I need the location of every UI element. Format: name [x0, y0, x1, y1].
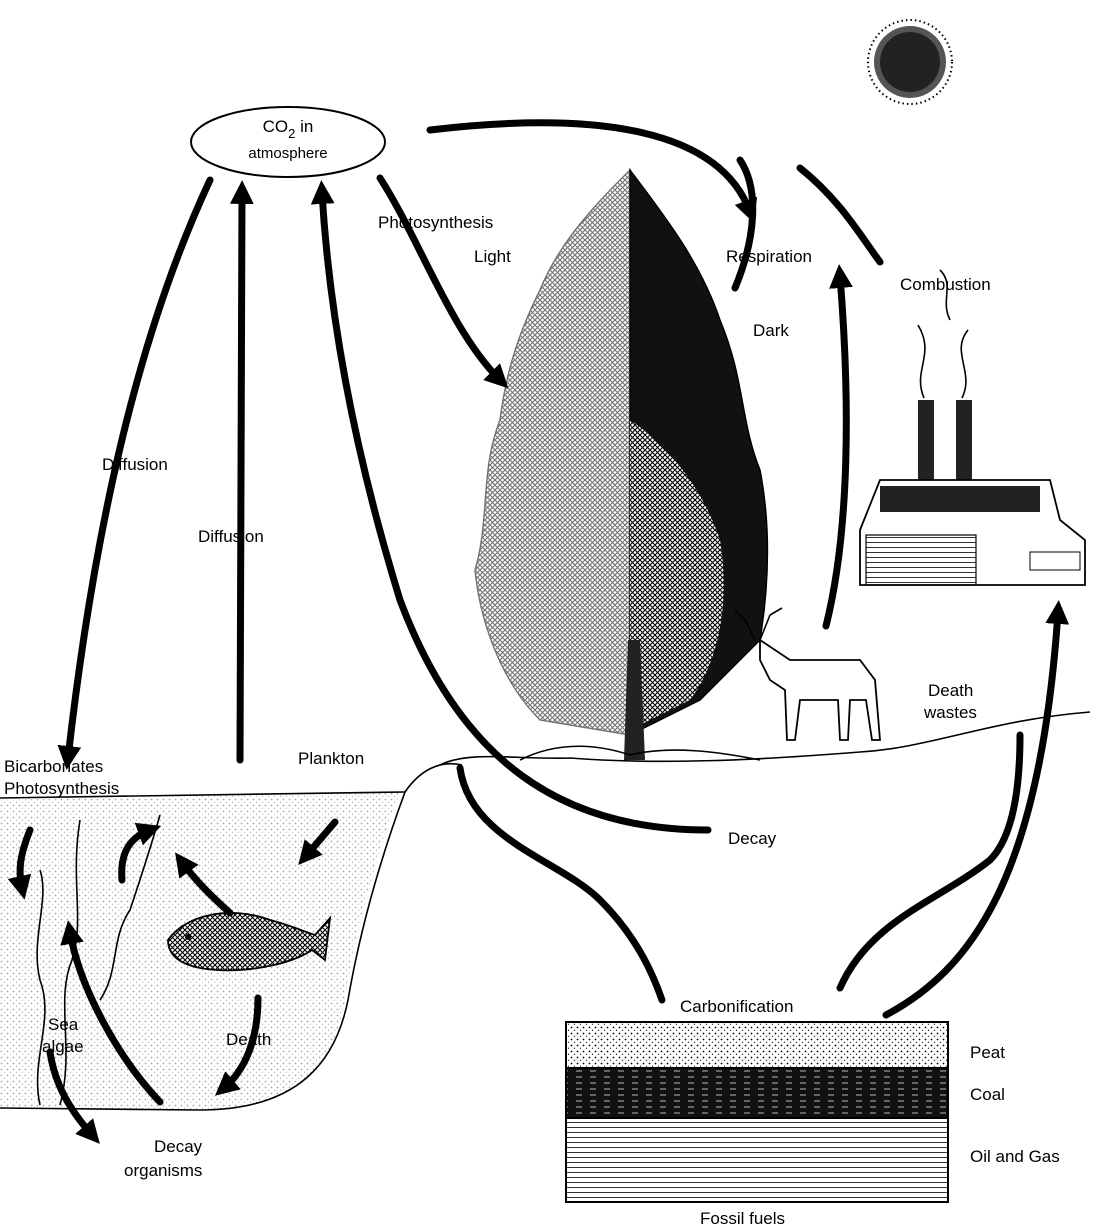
sun-icon [868, 20, 952, 104]
light-label: Light [474, 247, 511, 266]
death-label: Death [226, 1030, 271, 1049]
diffusion-mid-label: Diffusion [198, 527, 264, 546]
atmosphere-label: atmosphere [248, 145, 327, 162]
decay-organisms-label-2: organisms [124, 1161, 202, 1180]
arrow-death-wastes [840, 735, 1020, 988]
arrow-photosynthesis [380, 178, 500, 380]
decay-organisms-label-1: Decay [154, 1137, 203, 1156]
sea-algae-label-2: algae [42, 1037, 84, 1056]
arrow-combustion [800, 168, 880, 262]
death-wastes-label-2: wastes [923, 703, 977, 722]
photosynthesis-label: Photosynthesis [378, 213, 493, 232]
atmosphere-sub: 2 [288, 126, 295, 141]
ground-line [440, 712, 1090, 765]
ocean-photosynthesis-label: Photosynthesis [4, 779, 119, 798]
arrow-respiration [430, 123, 750, 212]
tree-illustration [475, 170, 768, 760]
oil-and-gas-label: Oil and Gas [970, 1147, 1060, 1166]
fossil-fuels-column [566, 1022, 948, 1202]
fossil-fuels-label: Fossil fuels [700, 1209, 785, 1228]
arrow-diffusion-up [240, 192, 242, 760]
diffusion-left-label: Diffusion [102, 455, 168, 474]
dark-label: Dark [753, 321, 789, 340]
peat-label: Peat [970, 1043, 1005, 1062]
atmosphere-co: CO [263, 117, 289, 136]
factory-illustration [860, 270, 1085, 585]
respiration-label: Respiration [726, 247, 812, 266]
atmosphere-in: in [295, 117, 313, 136]
decay-label: Decay [728, 829, 777, 848]
arrow-deer-respiration [826, 276, 846, 626]
atmosphere-node: CO2 in atmosphere [191, 107, 385, 177]
arrow-respiration-return [735, 160, 753, 288]
carbonification-label: Carbonification [680, 997, 793, 1016]
sea-algae-label-1: Sea [48, 1015, 79, 1034]
plankton-label: Plankton [298, 749, 364, 768]
coal-label: Coal [970, 1085, 1005, 1104]
bicarbonates-label: Bicarbonates [4, 757, 103, 776]
arrow-fossil-combustion [886, 612, 1058, 1015]
combustion-label: Combustion [900, 275, 991, 294]
death-wastes-label-1: Death [928, 681, 973, 700]
